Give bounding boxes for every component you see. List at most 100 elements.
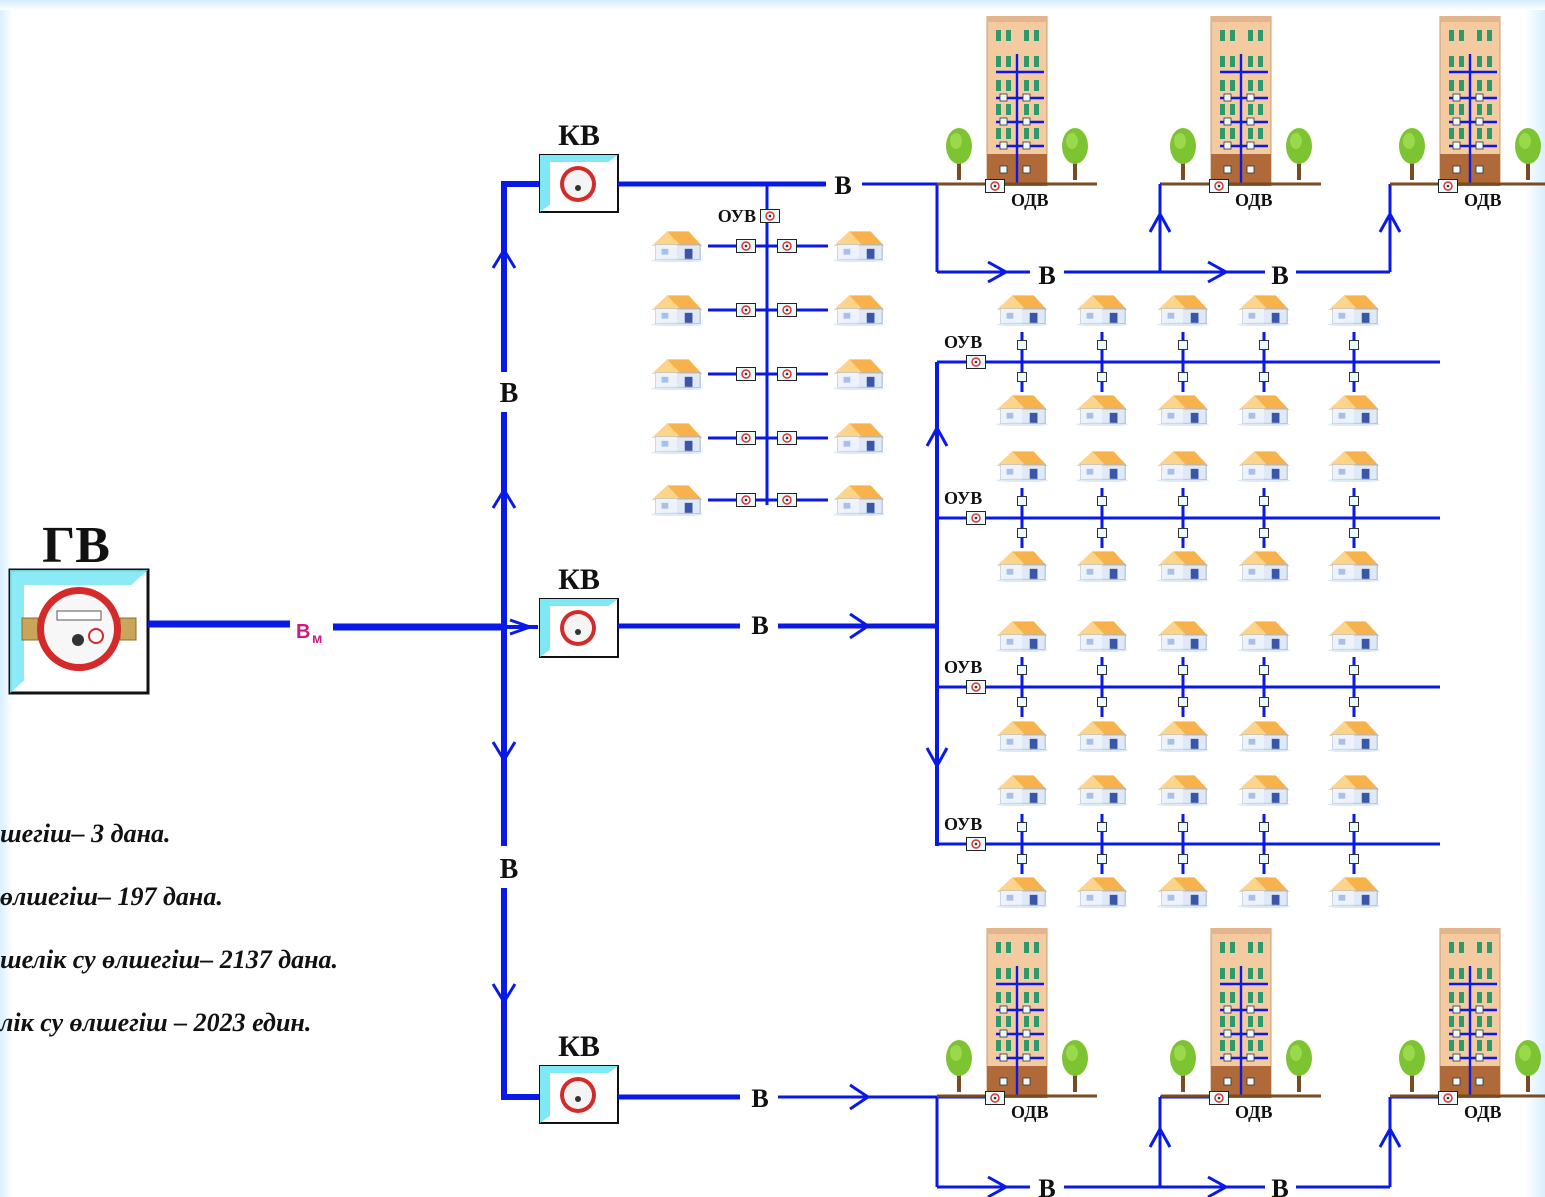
house-icon [1156,720,1210,752]
trunk-label-lower: B [500,854,519,885]
bottom-branch-label-2: B [1038,1174,1055,1197]
building-meter-label: ОДВ [1011,190,1049,210]
house-meter-icon [1259,340,1269,350]
meter-icon [777,367,797,381]
street-meter-icon [966,355,986,369]
house-meter-icon [1178,340,1188,350]
house-meter-icon [1349,340,1359,350]
house-icon [995,876,1049,908]
house-icon [832,294,886,326]
branch-meter-bottom-label: КВ [558,1030,600,1063]
tree-icon [1399,1040,1425,1092]
house-meter-icon [1259,697,1269,707]
house-icon [1237,450,1291,482]
building-meter-icon [985,179,1005,193]
house-meter-icon [1259,496,1269,506]
house-icon [1327,550,1381,582]
house-icon [1156,774,1210,806]
bottom-branch-label-3: B [1271,1174,1288,1197]
building-meter-label: ОДВ [1464,190,1502,210]
house-icon [1075,774,1129,806]
apartment-building-icon [1209,928,1273,1098]
house-icon [995,720,1049,752]
house-icon [1237,876,1291,908]
meter-icon [736,303,756,317]
house-meter-icon [1349,665,1359,675]
house-meter-icon [1259,854,1269,864]
house-icon [832,484,886,516]
building-meter-label: ОДВ [1235,1102,1273,1122]
house-meter-icon [1097,697,1107,707]
street-meter-label: ОУВ [944,814,982,834]
house-meter-icon [1017,496,1027,506]
house-icon [1156,294,1210,326]
house-icon [650,358,704,390]
house-icon [832,422,886,454]
meter-icon [736,239,756,253]
apartment-building-icon [1438,928,1502,1098]
house-icon [1156,450,1210,482]
house-meter-icon [1097,528,1107,538]
street-meter-label: ОУВ [944,657,982,677]
tree-icon [1170,1040,1196,1092]
house-meter-icon [1178,528,1188,538]
house-meter-icon [1017,665,1027,675]
trunk-pipe [501,181,540,1100]
top-branch-label-2: B [1038,261,1055,290]
note-item: лік су өлшегіш – 2023 един. [0,1008,312,1037]
house-icon [1075,450,1129,482]
street-meter-icon [966,511,986,525]
tree-icon [1062,1040,1088,1092]
house-icon [1237,720,1291,752]
house-icon [1156,550,1210,582]
house-icon [1237,550,1291,582]
house-icon [995,620,1049,652]
tree-icon [1286,128,1312,180]
top-band [0,0,1545,10]
house-icon [1075,294,1129,326]
apartment-building-icon [985,928,1049,1098]
building-meter-icon [1438,1091,1458,1105]
house-meter-icon [1349,697,1359,707]
house-meter-icon [1259,822,1269,832]
house-icon [1327,620,1381,652]
house-meter-icon [1178,665,1188,675]
house-icon [1327,450,1381,482]
main-meter-label: ГВ [42,517,110,574]
house-icon [1075,876,1129,908]
meter-icon [736,367,756,381]
apartment-building-icon [985,16,1049,186]
house-meter-icon [1017,697,1027,707]
house-icon [1327,394,1381,426]
house-icon [995,294,1049,326]
tree-icon [1170,128,1196,180]
house-icon [1075,550,1129,582]
street-meter-icon [966,680,986,694]
street-meter-label: ОУВ [944,332,982,352]
branch-meter-top: КВ [539,119,619,213]
house-meter-icon [1017,854,1027,864]
top-branch-label-3: B [1271,261,1288,290]
house-meter-icon [1097,340,1107,350]
street-meter-icon [760,209,780,223]
building-meter-label: ОДВ [1235,190,1273,210]
meter-icon [736,493,756,507]
building-meter-label: ОДВ [1011,1102,1049,1122]
top-buildings: ОДВ ОДВ ОДВ [937,16,1545,210]
trunk-label-upper: B [500,378,519,409]
meter-icon [736,431,756,445]
apartment-building-icon [1209,16,1273,186]
house-meter-icon [1017,822,1027,832]
notes-list: шегіш– 3 дана. өлшегіш– 197 дана. шелік … [0,808,470,1060]
house-icon [1156,876,1210,908]
house-icon [650,422,704,454]
house-icon [995,450,1049,482]
house-icon [650,230,704,262]
house-meter-icon [1178,496,1188,506]
house-icon [1327,876,1381,908]
house-icon [995,394,1049,426]
building-meter-icon [985,1091,1005,1105]
